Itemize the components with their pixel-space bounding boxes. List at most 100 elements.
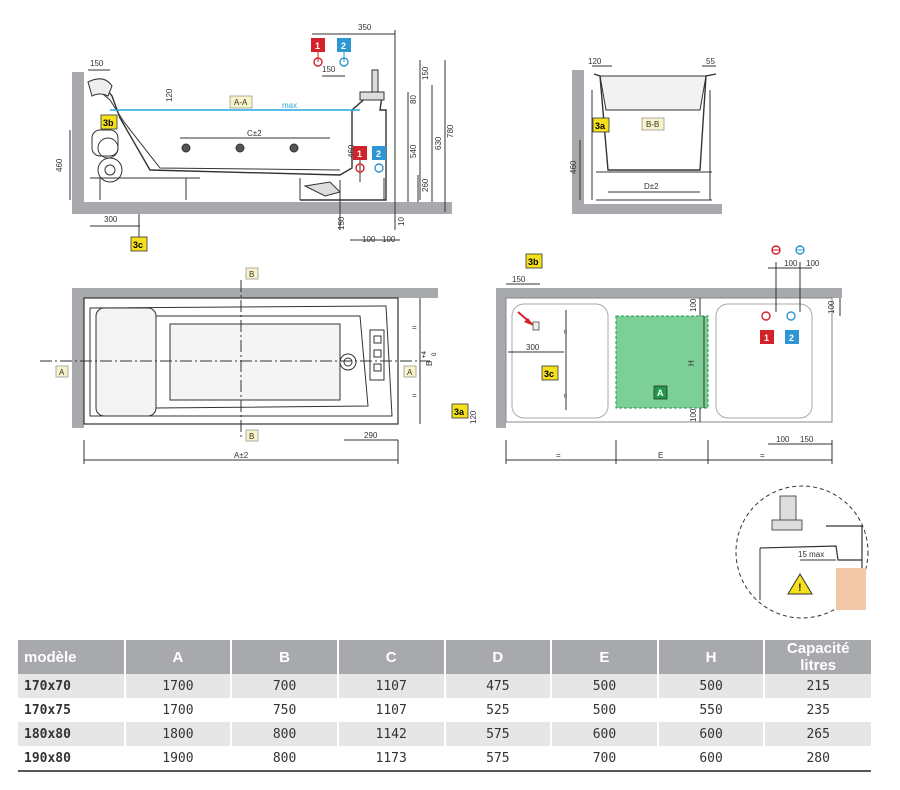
tag-2-top: 2 xyxy=(337,38,351,67)
dim-150-top: 150 xyxy=(90,59,104,68)
eq-plan-4: = xyxy=(561,393,570,398)
value-cell: 575 xyxy=(443,746,552,772)
eq-top-2: = xyxy=(412,391,417,400)
svg-text:3b: 3b xyxy=(103,118,114,128)
dim-100-plan-pipe-b: 100 xyxy=(806,259,820,268)
side-section-view xyxy=(69,30,452,241)
tag-3a-bb: 3a xyxy=(592,117,610,133)
top-view xyxy=(40,280,438,464)
value-cell: 1107 xyxy=(336,698,445,722)
tag-3a-plan: 3a xyxy=(451,403,469,419)
tag-1-valve: 1 xyxy=(353,146,367,173)
dim-100-plan-wall: 100 xyxy=(827,300,836,314)
eq-top-1: = xyxy=(412,323,417,332)
eq-plan-2: = xyxy=(760,451,765,460)
column-header: E xyxy=(550,640,658,674)
dim-350: 350 xyxy=(358,23,372,32)
svg-text:3a: 3a xyxy=(595,121,606,131)
dim-260: 260 xyxy=(421,178,430,192)
dim-120-plan: 120 xyxy=(469,410,478,424)
value-cell: 1700 xyxy=(123,698,232,722)
svg-text:3c: 3c xyxy=(544,369,554,379)
dim-780: 780 xyxy=(446,124,455,138)
dim-460-bb: 460 xyxy=(569,160,578,174)
dim-150-plan: 150 xyxy=(512,275,526,284)
dim-150-pipe: 150 xyxy=(322,65,336,74)
model-cell: 170x70 xyxy=(18,674,125,698)
dim-100-a: 100 xyxy=(362,235,376,244)
svg-text:2: 2 xyxy=(376,149,381,159)
column-header: H xyxy=(656,640,765,674)
value-cell: 475 xyxy=(443,674,552,698)
dim-a: A±2 xyxy=(234,451,249,460)
pipe-cold-icon-plan-top xyxy=(795,245,805,255)
tag-2-plan: 2 xyxy=(785,311,799,344)
dim-55: 55 xyxy=(706,57,715,66)
dim-10: 10 xyxy=(397,217,406,226)
water-max-label: max xyxy=(282,101,297,110)
marker-a-right: A xyxy=(407,368,413,377)
column-header: C xyxy=(336,640,445,674)
dim-d: D±2 xyxy=(644,182,659,191)
value-cell: 600 xyxy=(550,722,658,746)
dim-80: 80 xyxy=(409,95,418,104)
svg-text:2: 2 xyxy=(341,41,346,51)
value-cell: 1173 xyxy=(336,746,445,772)
svg-text:1: 1 xyxy=(764,333,769,343)
dim-300-plan: 300 xyxy=(526,343,540,352)
svg-text:2: 2 xyxy=(789,333,794,343)
dim-100-plan-bottom: 100 xyxy=(689,408,698,422)
value-cell: 700 xyxy=(550,746,658,772)
technical-drawings: 350 150 150 120 460 150 80 540 630 780 2… xyxy=(40,23,869,619)
dim-460-valve: 460 xyxy=(347,144,356,158)
model-cell: 170x75 xyxy=(18,698,125,722)
svg-text:3a: 3a xyxy=(454,407,465,417)
dim-b-sup: +4 xyxy=(422,350,428,358)
value-cell: 235 xyxy=(763,698,871,722)
value-cell: 575 xyxy=(443,722,552,746)
value-cell: 700 xyxy=(230,674,338,698)
dim-540: 540 xyxy=(409,144,418,158)
dim-100-plan-pipe-a: 100 xyxy=(784,259,798,268)
dim-120-bb: 120 xyxy=(588,57,602,66)
dim-100-plan-top: 100 xyxy=(689,298,698,312)
warning-icon: ! xyxy=(787,573,813,595)
column-header: D xyxy=(443,640,552,674)
svg-text:3c: 3c xyxy=(133,240,143,250)
tag-2-valve: 2 xyxy=(372,146,386,173)
value-cell: 1900 xyxy=(123,746,232,772)
value-cell: 500 xyxy=(550,674,658,698)
value-cell: 750 xyxy=(230,698,338,722)
floor-plan-view xyxy=(496,262,842,464)
model-cell: 180x80 xyxy=(18,722,125,746)
tag-1-top: 1 xyxy=(311,38,325,67)
column-header: Capacité litres xyxy=(763,640,871,674)
marker-b-bottom: B xyxy=(249,432,254,441)
value-cell: 500 xyxy=(656,674,765,698)
dim-100-b: 100 xyxy=(382,235,396,244)
value-cell: 1700 xyxy=(123,674,232,698)
dim-100-plan-right: 100 xyxy=(776,435,790,444)
value-cell: 800 xyxy=(230,722,338,746)
value-cell: 600 xyxy=(656,746,765,772)
eq-plan-1: = xyxy=(556,451,561,460)
tag-3c-side: 3c xyxy=(130,214,148,252)
edge-detail xyxy=(735,485,869,619)
svg-text:1: 1 xyxy=(315,41,320,51)
arrow-icon-3b xyxy=(517,311,540,331)
value-cell: 500 xyxy=(550,698,658,722)
section-bb-label: B-B xyxy=(646,120,659,129)
model-cell: 190x80 xyxy=(18,746,125,772)
dim-150-plan-right: 150 xyxy=(800,435,814,444)
value-cell: 1800 xyxy=(123,722,232,746)
tag-3c-plan: 3c xyxy=(541,365,559,381)
marker-b-top: B xyxy=(249,270,254,279)
value-cell: 550 xyxy=(656,698,765,722)
dim-b-sub: 0 xyxy=(432,352,438,356)
dim-300-side: 300 xyxy=(104,215,118,224)
